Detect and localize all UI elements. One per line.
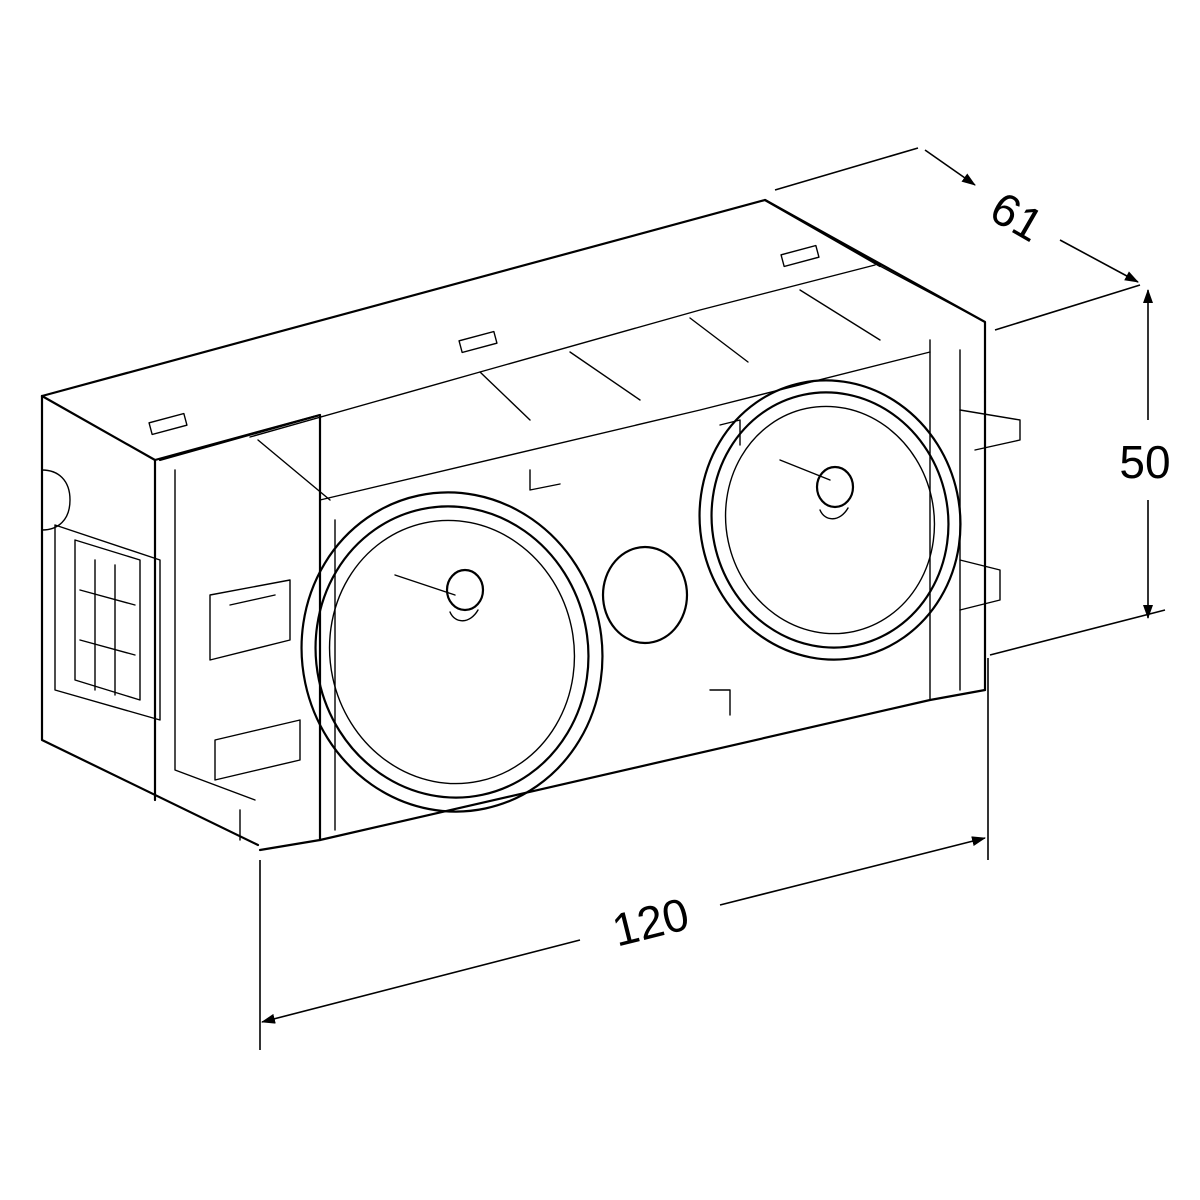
module-housing <box>40 198 1021 852</box>
width-dimension-label: 120 <box>607 887 694 956</box>
right-socket-outlet <box>698 379 962 661</box>
width-dimension: 120 <box>259 658 989 1050</box>
depth-dimension-label: 61 <box>982 181 1052 252</box>
depth-dimension: 61 <box>774 147 1141 331</box>
height-dimension-label: 50 <box>1119 436 1170 488</box>
center-screw-hole <box>601 545 689 645</box>
left-socket-outlet <box>300 491 604 813</box>
height-dimension: 50 <box>989 289 1171 656</box>
